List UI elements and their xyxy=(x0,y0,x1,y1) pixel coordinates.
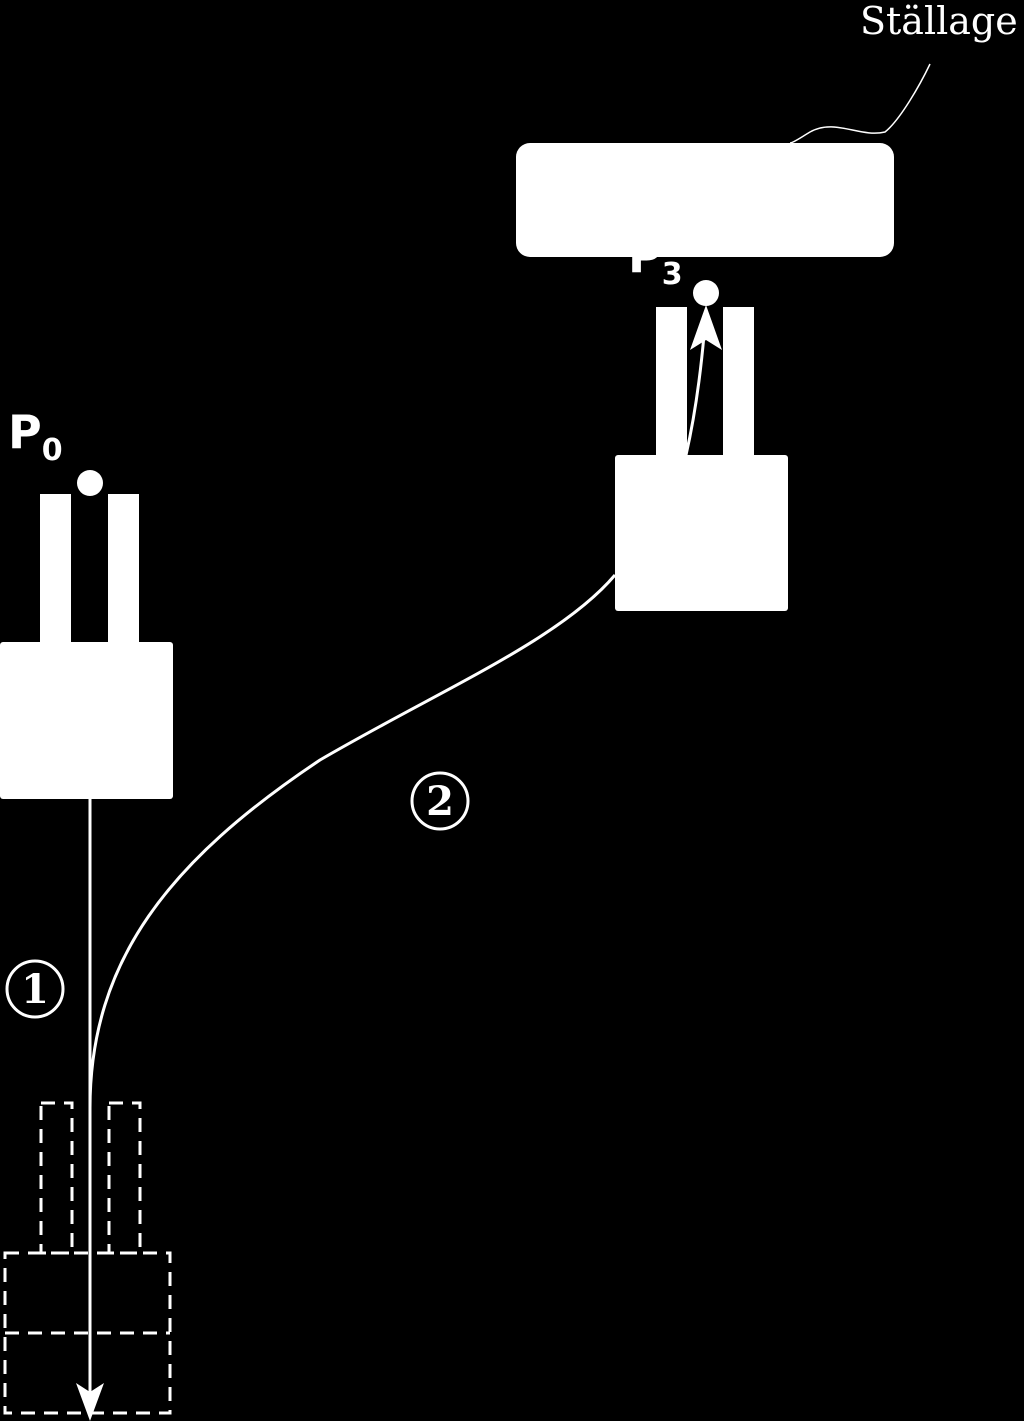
forklift-end-fork-left xyxy=(656,307,687,455)
path-two-marker-number: 2 xyxy=(426,778,454,825)
path-three-curve xyxy=(684,334,706,456)
rack-leader-line xyxy=(789,63,931,144)
point-end-letter: P xyxy=(628,229,662,283)
point-end-subscript: 3 xyxy=(662,257,683,292)
rack-shape xyxy=(516,143,894,257)
forklift-end xyxy=(615,280,788,611)
point-start-letter: P xyxy=(8,405,42,459)
forklift-ghost-fork-left xyxy=(39,1101,74,1255)
point-end-dot xyxy=(693,280,719,306)
path-two-curve xyxy=(88,574,617,1109)
forklift-start xyxy=(0,470,173,799)
rack-label: Ställage xyxy=(860,0,1018,43)
point-start-subscript: 0 xyxy=(42,433,63,468)
path-one-marker-number: 1 xyxy=(21,966,49,1013)
forklift-ghost xyxy=(3,1101,172,1415)
path-one-arrowhead xyxy=(76,1383,104,1421)
path-three-arrowhead xyxy=(690,305,722,350)
path-one-marker: 1 xyxy=(5,959,65,1019)
forklift-start-body xyxy=(0,642,173,799)
path-two-marker-ring xyxy=(410,771,470,831)
point-end-label: P3 xyxy=(628,229,683,292)
point-start-dot xyxy=(77,470,103,496)
path-one-marker-ring xyxy=(5,959,65,1019)
point-start-label: P0 xyxy=(8,405,63,468)
forklift-ghost-fork-right xyxy=(107,1101,142,1255)
forklift-start-fork-right xyxy=(108,494,139,642)
forklift-end-body xyxy=(615,455,788,611)
path-two-marker: 2 xyxy=(410,771,470,831)
forklift-end-fork-right xyxy=(723,307,754,455)
forklift-ghost-body xyxy=(3,1251,172,1415)
forklift-start-fork-left xyxy=(40,494,71,642)
